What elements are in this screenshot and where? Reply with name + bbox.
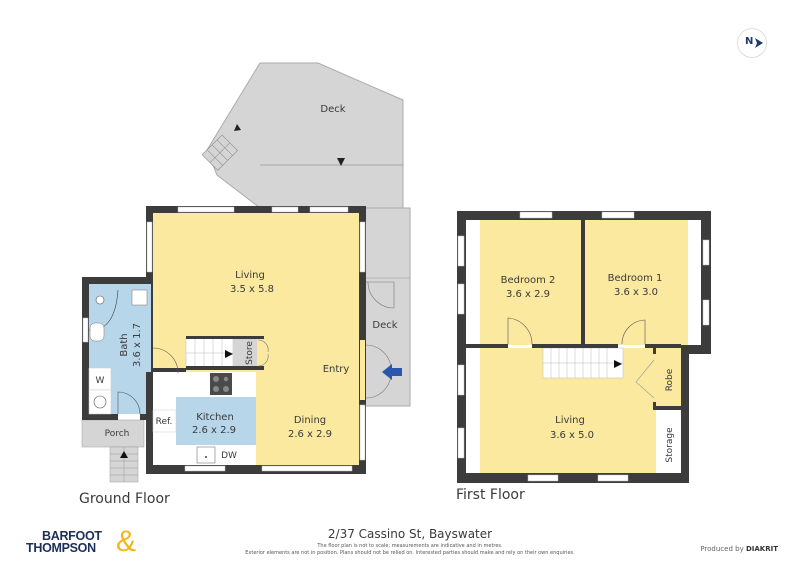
fridge <box>152 409 177 433</box>
living-label: Living <box>235 270 265 281</box>
bedroom1-room <box>585 220 688 345</box>
dw-label: DW <box>221 451 237 461</box>
north-arrow-icon <box>755 38 763 48</box>
ground-floor-plan: Deck Deck Living 3.5 x 5.8 Kitchen 2.6 x… <box>81 62 411 483</box>
ground-windows <box>82 206 366 472</box>
living-dims: 3.5 x 5.8 <box>230 284 274 295</box>
storage-closet <box>656 412 681 473</box>
brand-line1: BARFOOT <box>42 529 102 543</box>
dining-label: Dining <box>294 415 326 426</box>
ref-label: Ref. <box>156 417 173 427</box>
toilet-icon <box>89 322 105 342</box>
brand-ampersand: & <box>116 525 137 558</box>
bath-basin-icon <box>131 289 148 306</box>
porch-up-arrow-icon <box>120 451 128 458</box>
bedroom2-label: Bedroom 2 <box>501 275 556 286</box>
storage-label: Storage <box>665 427 675 463</box>
brand-logo: BARFOOT THOMPSON & <box>26 525 146 559</box>
bedroom1-dims: 3.6 x 3.0 <box>614 287 658 298</box>
store-closet <box>233 338 257 368</box>
porch-label: Porch <box>105 429 130 439</box>
stairs-up-arrow-icon <box>234 124 241 131</box>
bedroom2-dims: 3.6 x 2.9 <box>506 289 550 300</box>
property-address: 2/37 Cassino St, Bayswater <box>327 527 493 541</box>
entry-label: Entry <box>323 364 350 375</box>
first-floor-plan: Bedroom 2 3.6 x 2.9 Bedroom 1 3.6 x 3.0 … <box>457 211 711 483</box>
shower-icon <box>95 295 105 305</box>
robe-label: Robe <box>665 368 675 391</box>
deck-side-label: Deck <box>372 320 397 331</box>
stairs-arrow-icon <box>225 350 233 358</box>
first-windows <box>457 211 710 482</box>
kitchen-area <box>176 397 256 445</box>
dining-dims: 2.6 x 2.9 <box>288 429 332 440</box>
bath-dims: 3.6 x 1.7 <box>132 323 143 367</box>
disclaimer-line2: Exterior elements are not in position. P… <box>245 550 575 556</box>
first-living-dims: 3.6 x 5.0 <box>550 430 594 441</box>
store-label: Store <box>245 341 255 365</box>
compass: N <box>737 28 767 58</box>
first-living-label: Living <box>555 415 585 426</box>
deck-top-label: Deck <box>320 104 345 115</box>
stove-icon <box>210 373 232 395</box>
produced-by-prefix: Produced by <box>700 545 744 553</box>
deck-top-area <box>206 62 404 224</box>
produced-by: Produced by DIAKRIT <box>700 545 778 553</box>
bath-sink-icon <box>93 395 107 409</box>
kitchen-dims: 2.6 x 2.9 <box>192 425 236 436</box>
brand-line2: THOMPSON <box>26 541 96 555</box>
kitchen-label: Kitchen <box>196 412 234 423</box>
w-label: W <box>96 376 105 386</box>
deck-down-arrow-icon <box>337 158 345 166</box>
disclaimer-line1: The floor plan is not to scale; measurem… <box>317 543 503 549</box>
deck-stairs <box>201 134 238 171</box>
ground-floor-title: Ground Floor <box>79 491 170 507</box>
bath-label: Bath <box>119 333 130 356</box>
produced-by-brand: DIAKRIT <box>745 545 778 553</box>
first-walls <box>457 211 711 483</box>
north-label: N <box>745 36 754 47</box>
first-stairs-arrow-icon <box>614 360 622 368</box>
entry-arrow-icon <box>382 364 402 380</box>
first-floor-title: First Floor <box>456 487 525 503</box>
robe-closet <box>656 348 681 408</box>
sink-icon <box>196 446 216 464</box>
bedroom2-room <box>480 220 581 345</box>
bedroom1-label: Bedroom 1 <box>608 273 663 284</box>
